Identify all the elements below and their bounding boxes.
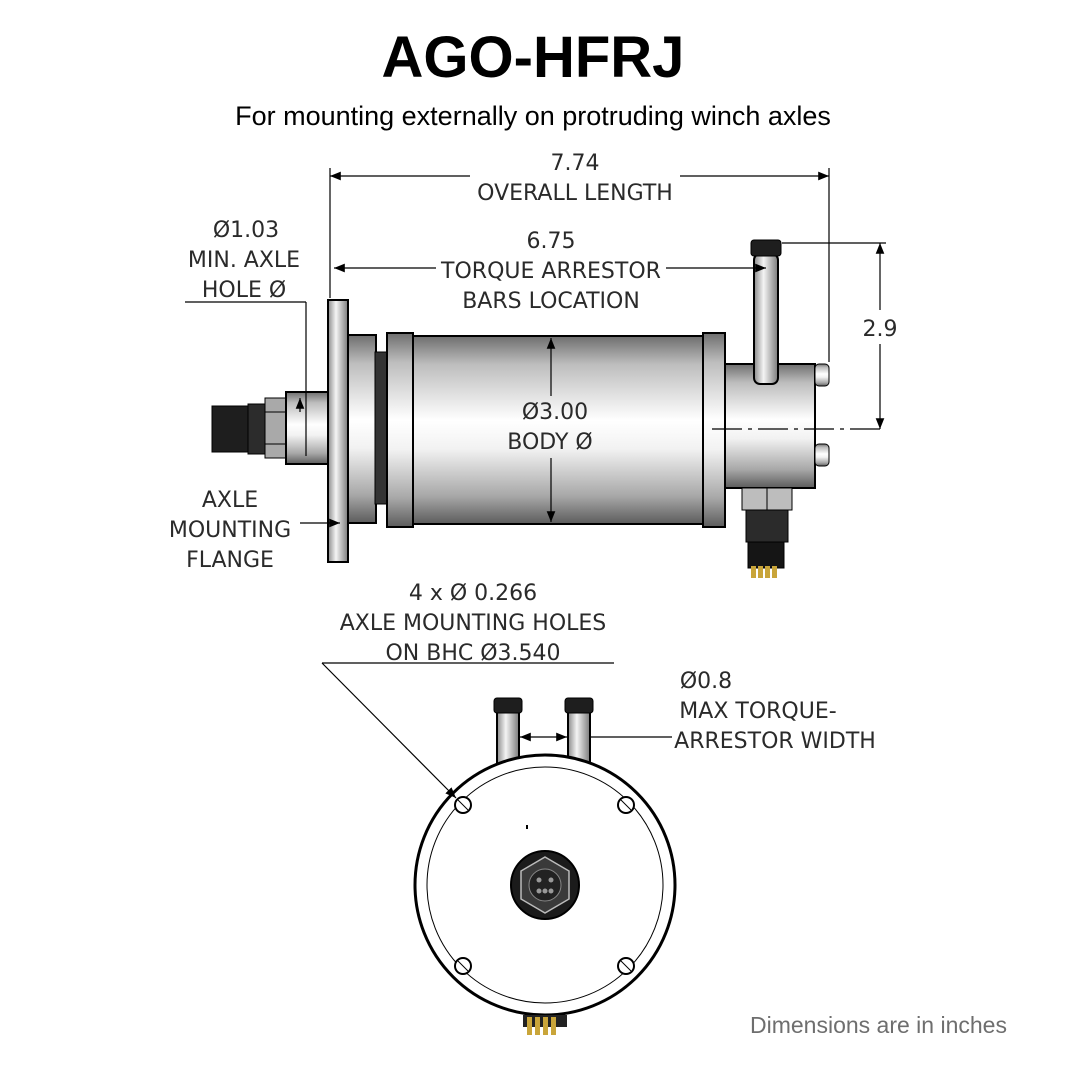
dim-overall-length: 7.74 OVERALL LENGTH [329, 151, 830, 362]
flange-label: AXLE MOUNTING FLANGE [169, 488, 340, 573]
axle-hole-value: Ø1.03 [213, 218, 279, 243]
mounting-holes-line1: 4 x Ø 0.266 [409, 581, 537, 606]
flange-line2: MOUNTING [169, 518, 291, 543]
dim-axle-hole: Ø1.03 MIN. AXLE HOLE Ø [185, 218, 307, 456]
body-value: Ø3.00 [522, 400, 588, 425]
overall-length-value: 7.74 [551, 151, 600, 176]
units-footnote: Dimensions are in inches [750, 1012, 1007, 1038]
side-view [211, 239, 880, 578]
torque-arrestor-rod [750, 239, 782, 385]
dim-mounting-holes: 4 x Ø 0.266 AXLE MOUNTING HOLES ON BHC Ø… [321, 581, 614, 799]
mounting-holes-line3: ON BHC Ø3.540 [385, 641, 560, 666]
torque-width-line1: MAX TORQUE- [679, 699, 836, 724]
dim-height: 2.9 [782, 242, 898, 429]
end-view [413, 697, 677, 1035]
body-label: BODY Ø [507, 430, 593, 455]
torque-bars-value: 6.75 [527, 229, 576, 254]
product-title: AGO-HFRJ [381, 25, 685, 90]
dim-body: Ø3.00 BODY Ø [507, 338, 593, 522]
center-connector [510, 850, 580, 920]
torque-bars-line2: BARS LOCATION [462, 289, 640, 314]
dim-torque-bars: 6.75 TORQUE ARRESTOR BARS LOCATION [334, 229, 766, 314]
axle-hole-line2: HOLE Ø [202, 278, 286, 303]
mounting-holes [454, 796, 635, 975]
product-subtitle: For mounting externally on protruding wi… [235, 101, 831, 131]
bottom-connector [741, 487, 793, 578]
flange-line3: FLANGE [186, 548, 274, 573]
torque-bars-line1: TORQUE ARRESTOR [440, 259, 661, 284]
main-body [412, 335, 704, 525]
flange-line1: AXLE [202, 488, 258, 513]
left-connector [211, 391, 331, 465]
torque-width-value: Ø0.8 [680, 669, 732, 694]
torque-width-line2: ARRESTOR WIDTH [674, 729, 876, 754]
mounting-holes-line2: AXLE MOUNTING HOLES [340, 611, 607, 636]
axle-hole-line1: MIN. AXLE [188, 248, 300, 273]
overall-length-label: OVERALL LENGTH [477, 181, 673, 206]
dim-torque-width: Ø0.8 MAX TORQUE- ARRESTOR WIDTH [520, 669, 876, 754]
height-value: 2.9 [863, 317, 898, 342]
